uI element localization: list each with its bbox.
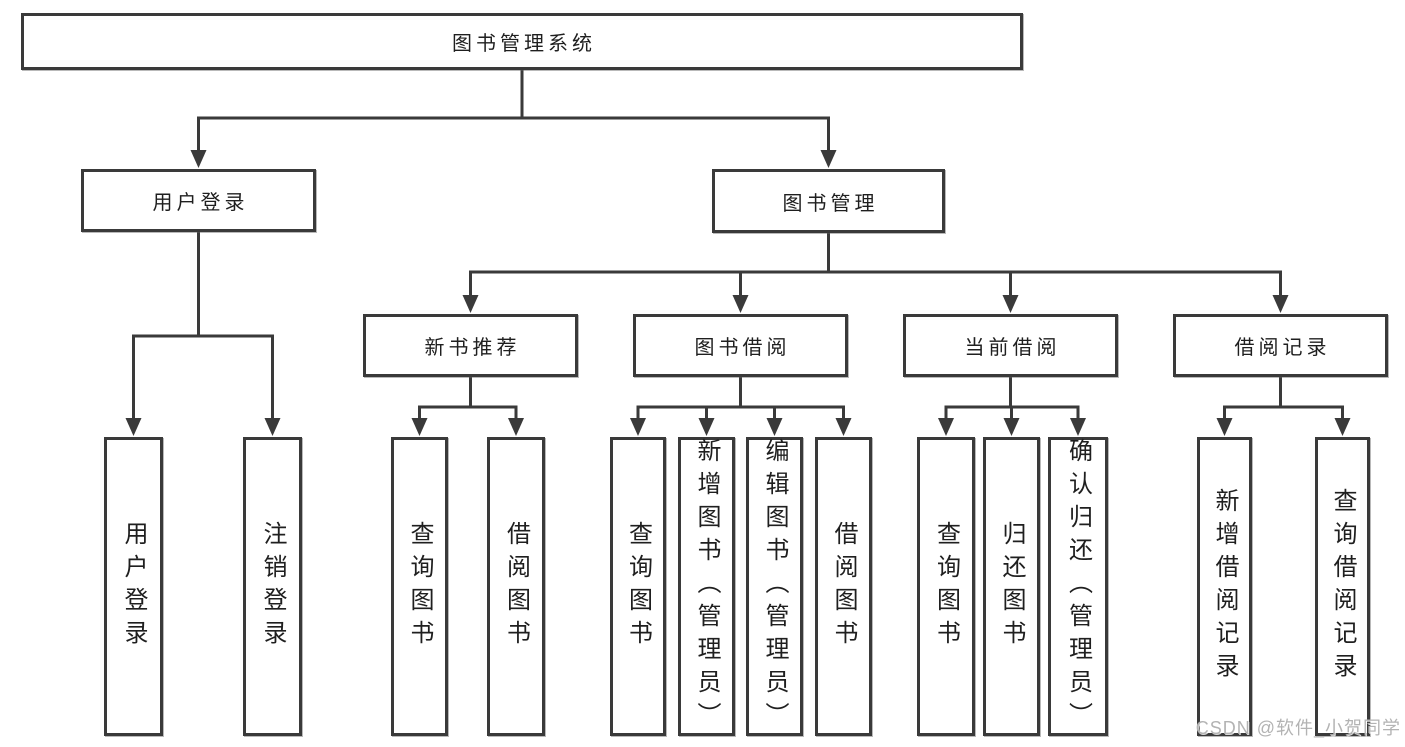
node-book-borrow: 图书借阅 <box>633 314 848 377</box>
node-label-leaf-cb-return: 归还图书 <box>998 520 1025 653</box>
arrowhead-icon <box>630 418 646 436</box>
node-leaf-cb-confirm: 确认归还（管理员） <box>1048 437 1108 736</box>
node-leaf-bb-edit: 编辑图书（管理员） <box>746 437 803 736</box>
arrowhead-icon <box>411 418 428 436</box>
arrowhead-icon <box>698 418 715 436</box>
node-leaf-br-add: 新增借阅记录 <box>1197 437 1252 736</box>
node-label-leaf-cb-query: 查询图书 <box>932 520 960 653</box>
node-leaf-bb-borrow: 借阅图书 <box>815 437 872 736</box>
node-root: 图书管理系统 <box>21 13 1023 70</box>
arrowhead-icon <box>1216 418 1233 436</box>
node-label-book-mgmt: 图书管理 <box>782 192 879 215</box>
arrowhead-icon <box>1002 295 1019 313</box>
watermark: CSDN @软件_小贺同学 <box>1195 718 1401 738</box>
arrowhead-icon <box>1003 418 1020 436</box>
node-current-borrow: 当前借阅 <box>903 314 1118 377</box>
node-label-leaf-bb-add: 新增图书（管理员） <box>693 438 720 735</box>
node-label-new-rec: 新书推荐 <box>424 337 521 359</box>
node-label-leaf-bb-query: 查询图书 <box>624 520 652 653</box>
node-label-book-borrow: 图书借阅 <box>694 337 791 359</box>
node-label-leaf-user-login: 用户登录 <box>120 520 147 653</box>
node-label-leaf-cb-confirm: 确认归还（管理员） <box>1064 438 1092 735</box>
arrowhead-icon <box>732 295 749 313</box>
node-leaf-logout: 注销登录 <box>243 437 302 736</box>
node-label-borrow-records: 借阅记录 <box>1234 337 1331 359</box>
arrowhead-icon <box>766 418 783 436</box>
node-book-mgmt: 图书管理 <box>712 169 945 233</box>
node-leaf-br-query: 查询借阅记录 <box>1315 437 1370 736</box>
node-label-root: 图书管理系统 <box>452 33 596 55</box>
node-leaf-cb-return: 归还图书 <box>983 437 1040 736</box>
arrowhead-icon <box>125 418 142 436</box>
node-leaf-bb-add: 新增图书（管理员） <box>678 437 735 736</box>
node-new-rec: 新书推荐 <box>363 314 578 377</box>
arrowhead-icon <box>1272 295 1289 313</box>
node-leaf-nr-borrow: 借阅图书 <box>487 437 545 736</box>
node-user-login: 用户登录 <box>81 169 316 232</box>
arrowhead-icon <box>820 150 837 168</box>
arrowhead-icon <box>835 418 852 436</box>
node-label-leaf-logout: 注销登录 <box>259 520 286 653</box>
arrowhead-icon <box>462 295 479 313</box>
arrowhead-icon <box>1070 418 1086 436</box>
node-label-leaf-br-query: 查询借阅记录 <box>1329 487 1356 686</box>
node-label-leaf-br-add: 新增借阅记录 <box>1211 487 1238 686</box>
node-borrow-records: 借阅记录 <box>1173 314 1388 377</box>
node-leaf-user-login: 用户登录 <box>104 437 163 736</box>
node-label-leaf-bb-borrow: 借阅图书 <box>830 520 857 653</box>
arrowhead-icon <box>1334 418 1351 436</box>
node-leaf-cb-query: 查询图书 <box>917 437 975 736</box>
node-label-leaf-bb-edit: 编辑图书（管理员） <box>761 438 788 735</box>
node-label-leaf-nr-borrow: 借阅图书 <box>502 520 530 653</box>
node-label-current-borrow: 当前借阅 <box>964 337 1061 359</box>
node-leaf-bb-query: 查询图书 <box>610 437 666 736</box>
arrowhead-icon <box>264 418 281 436</box>
node-label-leaf-nr-query: 查询图书 <box>406 520 433 653</box>
node-leaf-nr-query: 查询图书 <box>391 437 448 736</box>
arrowhead-icon <box>190 150 207 168</box>
node-label-user-login: 用户登录 <box>152 192 249 214</box>
arrowhead-icon <box>508 418 524 436</box>
arrowhead-icon <box>938 418 954 436</box>
